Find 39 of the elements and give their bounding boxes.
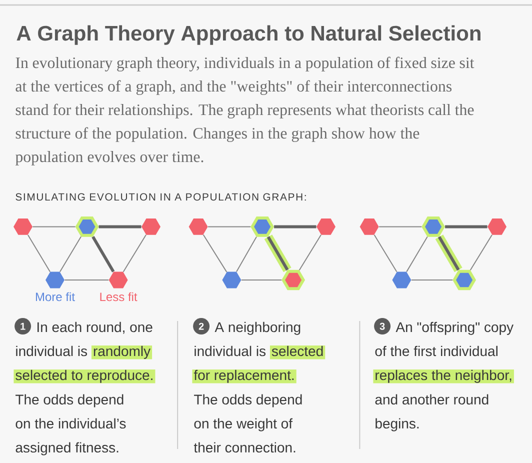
step-number: 3	[374, 318, 391, 335]
graph-edge	[202, 234, 228, 272]
hexagon-node	[392, 272, 412, 288]
graph-edge	[27, 234, 51, 272]
step-text: The odds depend on the weight of their connection.	[194, 394, 302, 453]
graph-edge	[274, 225, 316, 228]
graph-edge	[59, 236, 82, 272]
graph-edge	[406, 236, 428, 272]
graph-edge	[470, 234, 492, 271]
graph-edge	[264, 234, 292, 272]
graph-edge	[298, 234, 322, 271]
graph-edge	[32, 226, 76, 228]
graph-edge	[208, 226, 252, 228]
hexagon-node	[14, 218, 32, 235]
hexagon-node	[142, 218, 160, 235]
title: A Graph Theory Approach to Natural Selection	[16, 25, 480, 45]
graph-edge	[445, 225, 488, 228]
graph-edge	[435, 234, 462, 272]
step-text: and another round begins.	[375, 394, 488, 432]
legend-label: More fit	[36, 292, 75, 302]
graph-edge	[378, 226, 422, 228]
hexagon-node	[46, 272, 64, 288]
graph-edge	[236, 236, 257, 272]
step-number: 1	[14, 318, 32, 335]
legend-label: Less fit	[100, 292, 138, 302]
hexagon-node	[360, 218, 379, 235]
graph-edge	[98, 225, 142, 228]
section-heading: SIMULATING EVOLUTION IN A POPULATION GRAPH:	[16, 193, 306, 201]
hexagon-node	[316, 218, 336, 235]
step-text: The odds depend on the individual’s assigned fitness.	[16, 394, 126, 456]
hexagon-node	[188, 218, 208, 235]
intro-text: In evolutionary graph theory, individuals in a population of fixed size sit at the vertices of a graph, and the "weights" of their interconnections stand for their relationships. The graph represents what theorists call the structure of the population. Changes in the graph show how the population evolves over time.	[15, 56, 474, 166]
hexagon-node	[108, 272, 128, 288]
step-number: 2	[193, 318, 210, 335]
graph-edge	[374, 234, 398, 272]
hexagon-node	[488, 218, 506, 235]
graph-edge	[92, 236, 115, 272]
graph-edge	[122, 234, 146, 272]
hexagon-node	[222, 272, 242, 288]
